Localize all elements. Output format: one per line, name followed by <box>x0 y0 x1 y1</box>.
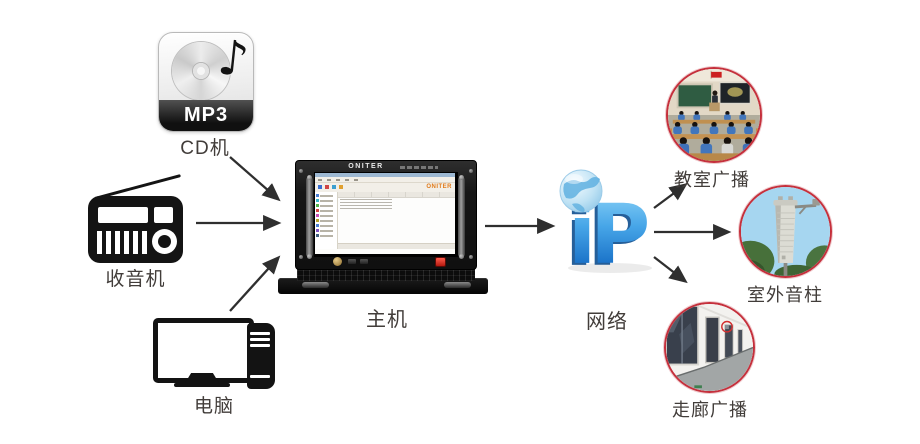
radio-display-small <box>154 207 173 223</box>
screen-sidebar <box>315 192 338 249</box>
radio-display <box>98 207 148 223</box>
arrow-cd-to-host <box>229 156 281 202</box>
corridor-label: 走廊广播 <box>672 400 748 420</box>
panel-button-2 <box>360 259 368 264</box>
network-label: 网络 <box>586 311 628 333</box>
computer-tower-icon <box>247 323 275 389</box>
host-brand-text: ONITER <box>348 163 384 170</box>
radio-node <box>88 196 183 263</box>
monitor-base <box>174 383 230 387</box>
outdoor-column-label: 室外音柱 <box>747 285 823 305</box>
radio-label: 收音机 <box>105 269 166 290</box>
classroom-label: 教室广播 <box>674 170 750 190</box>
tray-handle-left <box>302 282 329 288</box>
monitor-stand <box>185 373 219 383</box>
arrow-pc-to-host <box>229 255 281 312</box>
panel-button-1 <box>348 259 356 264</box>
cd-player-node: ♪ MP3 <box>158 29 254 132</box>
corridor-photo <box>664 302 755 393</box>
radio-speaker-grill <box>97 231 150 254</box>
screen-list-area <box>338 192 455 249</box>
radio-knob <box>152 229 177 254</box>
power-button <box>435 257 446 267</box>
host-brand-subtext <box>400 166 438 169</box>
ip-network-node: iP iP <box>552 164 670 285</box>
left-rail <box>306 175 313 259</box>
music-note-icon: ♪ <box>215 29 252 89</box>
screen-brand-text: ONITER <box>426 184 452 190</box>
classroom-photo <box>666 67 762 163</box>
window-menubar <box>315 177 455 183</box>
host-slide-tray <box>278 278 488 294</box>
window-titlebar <box>315 173 455 177</box>
globe-icon <box>559 169 603 213</box>
cd-player-label: CD机 <box>180 138 230 159</box>
computer-label: 电脑 <box>193 396 234 417</box>
computer-monitor-icon <box>153 318 254 383</box>
right-rail <box>458 175 465 259</box>
volume-knob <box>333 257 342 266</box>
outdoor-speaker-column-photo <box>739 185 832 278</box>
host-screen: ONITER <box>314 172 458 257</box>
host-label: 主机 <box>366 309 408 331</box>
cd-disc-icon <box>172 42 230 100</box>
tray-handle-right <box>444 282 471 288</box>
mp3-badge: MP3 <box>159 100 253 131</box>
host-node: ONITER ONITER <box>295 160 477 270</box>
